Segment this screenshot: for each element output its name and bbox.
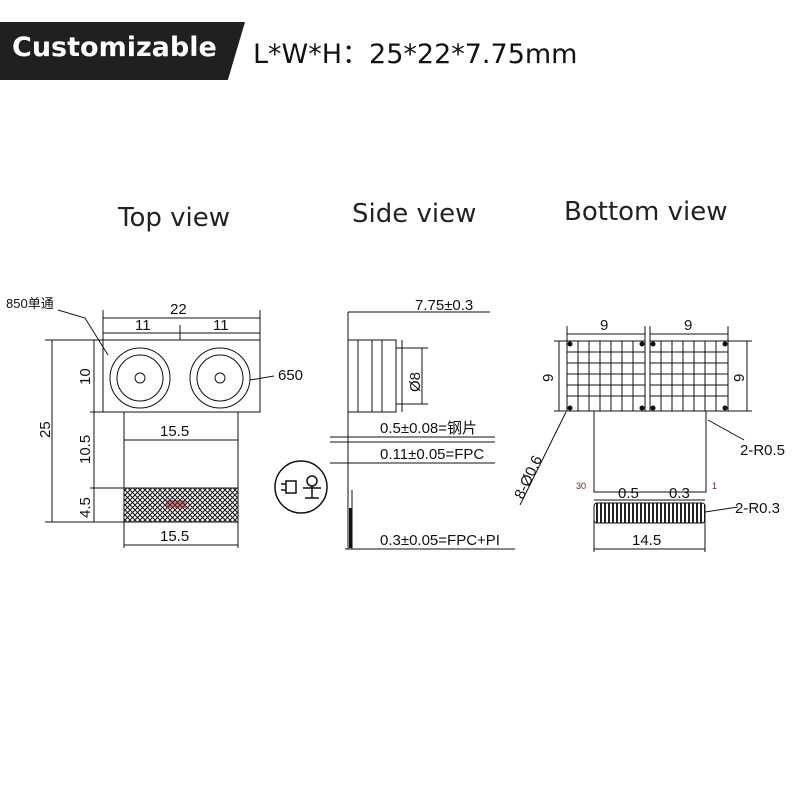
top-fpc-width: 15.5 <box>160 423 189 440</box>
bottom-pitch-b: 0.3 <box>669 485 690 502</box>
installation-icon-circle <box>274 460 328 514</box>
top-width-total: 22 <box>170 301 187 318</box>
side-fpc: 0.11±0.05=FPC <box>380 446 484 463</box>
badge-label: Customizable <box>12 32 217 63</box>
bottom-height-right: 9 <box>731 374 748 382</box>
side-diameter: Ø8 <box>407 372 424 392</box>
bottom-pin-first: 30 <box>576 481 586 491</box>
mounting-holes <box>567 341 728 411</box>
bottom-fpc <box>593 410 707 493</box>
lens-right-center <box>214 372 226 384</box>
bottom-pin-last: 1 <box>712 481 717 491</box>
top-view-title: Top view <box>117 203 230 233</box>
bottom-width-right: 9 <box>684 317 692 334</box>
customizable-badge <box>0 22 245 80</box>
top-fpc-width-bottom: 15.5 <box>160 528 189 545</box>
bottom-connector-width: 14.5 <box>632 532 661 549</box>
side-fpc-pi: 0.3±0.05=FPC+PI <box>380 532 500 549</box>
side-steel: 0.5±0.08=钢片 <box>380 420 477 437</box>
lens-left-center <box>134 372 146 384</box>
top-right-callout: 650 <box>278 367 303 384</box>
bottom-pitch-a: 0.5 <box>618 485 639 502</box>
top-height-mid: 10.5 <box>77 435 94 464</box>
dimensions-text: L*W*H：25*22*7.75mm <box>253 39 578 70</box>
side-stiffener <box>349 508 352 548</box>
bottom-view: Bottom view <box>511 197 785 552</box>
bottom-width-left: 9 <box>600 317 608 334</box>
lens-left-inner <box>116 354 164 402</box>
connector-marker <box>166 500 186 508</box>
lens-left-outer <box>109 347 171 409</box>
bottom-height-left: 9 <box>540 374 557 382</box>
top-height-total: 25 <box>37 421 54 438</box>
bottom-radius-bottom: 2-R0.3 <box>735 500 780 517</box>
bottom-connector <box>593 502 706 524</box>
side-view: Side view <box>274 199 515 550</box>
side-view-title: Side view <box>352 199 476 229</box>
top-left-callout: 850单通 <box>6 296 54 311</box>
bottom-view-title: Bottom view <box>564 197 728 227</box>
top-width-left: 11 <box>135 317 151 334</box>
header: Customizable L*W*H：25*22*7.75mm <box>0 22 800 80</box>
lens-right-outer <box>189 347 251 409</box>
top-height-connector: 4.5 <box>77 497 94 518</box>
side-lens-barrel <box>395 347 403 405</box>
bottom-holes: 8-Ø0.6 <box>511 453 546 502</box>
lens-right-inner <box>196 354 244 402</box>
top-view: Top view <box>6 203 303 548</box>
side-thickness: 7.75±0.3 <box>415 297 473 314</box>
installation-person-icon <box>281 475 321 499</box>
top-height-lens: 10 <box>77 368 94 385</box>
bottom-radius-top: 2-R0.5 <box>740 442 785 459</box>
top-width-right: 11 <box>213 317 229 334</box>
